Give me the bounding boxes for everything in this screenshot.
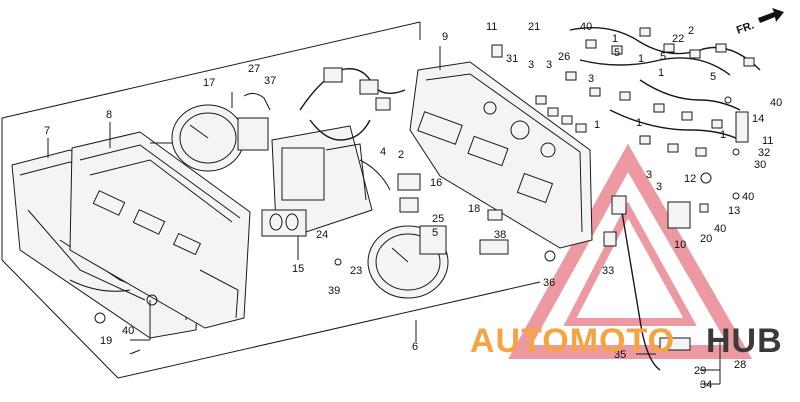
callout-5a: 5 xyxy=(614,47,620,59)
callout-37: 37 xyxy=(264,75,276,87)
callout-4: 4 xyxy=(380,146,386,158)
speedometer-gauge xyxy=(367,225,449,299)
callout-19: 19 xyxy=(100,335,112,347)
callout-2b: 2 xyxy=(398,149,404,161)
watermark-text-auto: AUTOMOTO xyxy=(470,322,675,360)
callout-31: 31 xyxy=(506,53,518,65)
callout-39: 39 xyxy=(328,285,340,297)
callout-38: 38 xyxy=(494,229,506,241)
callout-40b: 40 xyxy=(770,97,782,109)
misc-fasteners xyxy=(94,44,740,355)
callout-29: 29 xyxy=(694,365,706,377)
callout-7: 7 xyxy=(44,125,50,137)
direction-arrow-icon xyxy=(758,8,784,23)
callout-40e: 40 xyxy=(122,325,134,337)
callout-8: 8 xyxy=(106,109,112,121)
rear-housing xyxy=(409,61,593,249)
callout-2a: 2 xyxy=(688,25,694,37)
callout-11: 11 xyxy=(486,21,497,33)
callout-5b: 5 xyxy=(660,51,666,63)
callout-15: 15 xyxy=(292,263,304,275)
callout-1d: 1 xyxy=(594,119,600,131)
callout-35: 35 xyxy=(614,349,626,361)
callout-28: 28 xyxy=(734,359,746,371)
callout-11b: 11 xyxy=(762,135,773,147)
center-wire-harness xyxy=(299,67,406,191)
callout-30: 30 xyxy=(754,159,766,171)
watermark-logo: AUTOMOTO HUB xyxy=(470,322,783,360)
callout-36: 36 xyxy=(543,277,555,289)
callout-23: 23 xyxy=(350,265,362,277)
callout-3d: 3 xyxy=(546,59,552,71)
direction-label: FR. xyxy=(735,19,756,36)
callout-1b: 1 xyxy=(638,53,644,65)
callout-17: 17 xyxy=(203,77,215,89)
callout-40d: 40 xyxy=(714,223,726,235)
bulb-cluster xyxy=(535,27,755,157)
assembly-boundary xyxy=(1,21,541,379)
callout-3e: 3 xyxy=(588,73,594,85)
printed-circuit-board xyxy=(261,125,373,237)
callout-25: 25 xyxy=(432,213,444,225)
callout-1c: 1 xyxy=(658,67,664,79)
tachometer-gauge xyxy=(150,92,271,172)
meter-case xyxy=(69,131,251,329)
callout-14: 14 xyxy=(752,113,764,125)
callout-1a: 1 xyxy=(612,33,618,45)
callout-16: 16 xyxy=(430,177,442,189)
callout-13: 13 xyxy=(728,205,740,217)
callout-18: 18 xyxy=(468,203,480,215)
callout-34: 34 xyxy=(700,379,712,391)
callout-22: 22 xyxy=(672,33,684,45)
callout-40a: 40 xyxy=(580,21,592,33)
speedometer-cable xyxy=(611,195,691,371)
callout-9: 9 xyxy=(442,31,448,43)
callout-1f: 1 xyxy=(720,129,726,141)
callout-6: 6 xyxy=(412,341,418,353)
watermark-triangle xyxy=(508,143,753,359)
callout-20: 20 xyxy=(700,233,712,245)
callout-numbers: 7 8 17 27 37 9 11 21 40 26 31 2 22 14 40… xyxy=(44,21,782,391)
callout-3c: 3 xyxy=(528,59,534,71)
bulb-harness xyxy=(535,27,761,157)
callout-10: 10 xyxy=(674,239,686,251)
direction-marker: FR. xyxy=(735,8,784,37)
callout-5: 5 xyxy=(432,227,438,239)
watermark-text-hub: HUB xyxy=(706,322,783,360)
callout-24: 24 xyxy=(316,229,328,241)
callout-27: 27 xyxy=(248,63,260,75)
callout-3b: 3 xyxy=(656,181,662,193)
callout-21: 21 xyxy=(528,21,540,33)
callout-1e: 1 xyxy=(636,117,642,129)
callout-33: 33 xyxy=(602,265,614,277)
callout-26: 26 xyxy=(558,51,570,63)
callout-40c: 40 xyxy=(742,191,754,203)
leader-lines xyxy=(47,46,721,385)
callout-3a: 3 xyxy=(646,169,652,181)
callout-12: 12 xyxy=(684,173,696,185)
callout-32: 32 xyxy=(758,147,770,159)
callout-5c: 5 xyxy=(710,71,716,83)
